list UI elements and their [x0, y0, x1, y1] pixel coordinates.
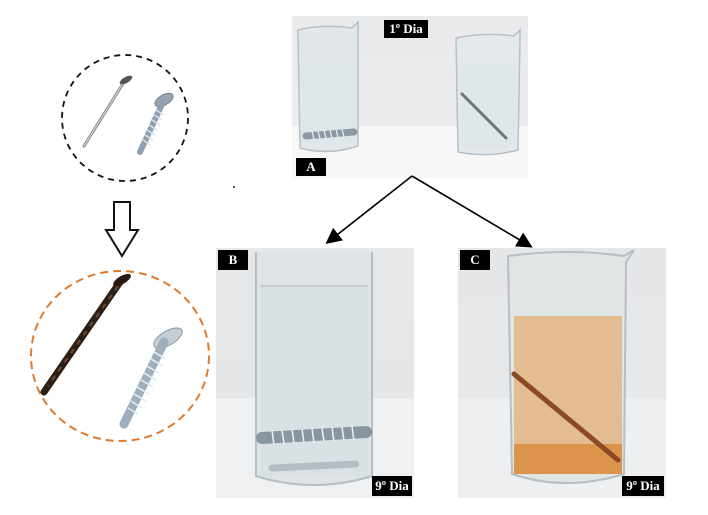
screw-icon [256, 425, 372, 472]
rusted-nail-icon [511, 371, 621, 463]
screw-icon [137, 92, 174, 155]
photo-panel-c: C 9º Dia [458, 248, 666, 498]
beaker-c [506, 249, 635, 484]
panel-letter-b: B [218, 250, 248, 270]
photo-panel-a: 1º Dia A [292, 16, 528, 178]
screw-icon [302, 128, 358, 141]
photo-panel-b: B 9º Dia [216, 248, 414, 498]
stray-dot [233, 186, 235, 188]
day-label-b: 9º Dia [372, 476, 412, 496]
nail-icon [460, 92, 508, 140]
screw-icon [119, 327, 183, 429]
beaker-left [297, 20, 359, 153]
day-label-a: 1º Dia [384, 20, 428, 38]
beaker-b [255, 252, 373, 486]
rusted-objects-circle [28, 268, 212, 444]
nail-icon [82, 75, 133, 148]
day-label-c: 9º Dia [622, 476, 664, 496]
panel-letter-c: C [460, 250, 490, 270]
connector-arrows [320, 170, 540, 250]
panel-letter-a: A [296, 158, 326, 176]
hollow-down-arrow-icon [104, 200, 140, 258]
rusted-nail-icon [40, 273, 131, 396]
clean-objects-circle [60, 52, 190, 184]
beaker-right [455, 28, 521, 156]
